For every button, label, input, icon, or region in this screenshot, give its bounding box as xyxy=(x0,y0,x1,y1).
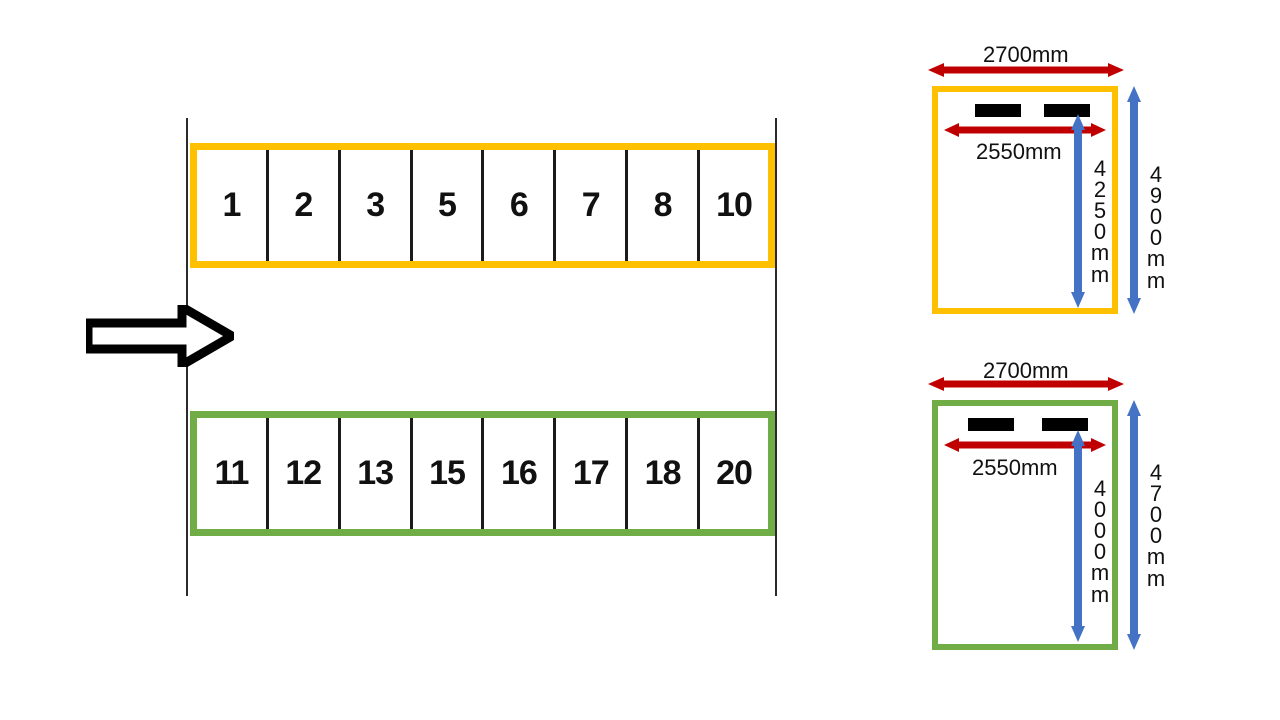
dimension-label-outer-width: 2700mm xyxy=(983,42,1069,67)
bay-cell[interactable]: 3 xyxy=(341,150,413,261)
bay-cell[interactable]: 17 xyxy=(556,418,629,529)
dimension-label-inner-depth: 4 0 0 0 m m xyxy=(1090,476,1110,607)
dimension-label-outer-width: 2700mm xyxy=(983,358,1069,383)
bay-cell[interactable]: 7 xyxy=(556,150,629,261)
bay-cell[interactable]: 10 xyxy=(716,186,753,224)
dimension-arrow-outer-width xyxy=(928,377,1124,391)
bay-cell[interactable]: 1 xyxy=(197,150,269,261)
dimension-arrow-outer-width xyxy=(928,63,1124,77)
bay-cell[interactable]: 15 xyxy=(413,418,485,529)
wheel-stop-bar xyxy=(975,104,1021,117)
dimension-label-inner-width: 2550mm xyxy=(976,139,1062,164)
dimension-label-inner-depth: 4 2 5 0 m m xyxy=(1090,156,1110,287)
dimension-arrow-outer-depth xyxy=(1127,86,1141,314)
dimension-label-outer-depth: 4 9 0 0 m m xyxy=(1146,162,1166,293)
bay-cell[interactable]: 16 xyxy=(484,418,557,529)
bay-cell[interactable]: 6 xyxy=(484,150,557,261)
bay-cell[interactable]: 18 xyxy=(628,418,701,529)
bay-cell[interactable]: 13 xyxy=(341,418,413,529)
dimension-arrow-inner-depth xyxy=(1071,114,1085,308)
bay-row-bottom: 11 12 13 15 16 17 18 20 xyxy=(190,411,775,536)
bay-cell[interactable]: 2 xyxy=(269,150,341,261)
wheel-stop-bar xyxy=(968,418,1014,431)
dimension-label-inner-width: 2550mm xyxy=(972,455,1058,480)
bay-detail-yellow-outline xyxy=(932,86,1118,314)
bay-cell[interactable]: 12 xyxy=(269,418,341,529)
dimension-label-outer-depth: 4 7 0 0 m m xyxy=(1146,460,1166,591)
entry-direction-arrow-icon xyxy=(86,305,234,367)
wheel-stop-bar xyxy=(1044,104,1090,117)
bay-cell[interactable]: 11 xyxy=(197,418,269,529)
wheel-stop-bar xyxy=(1042,418,1088,431)
aisle-guide-line-right xyxy=(775,118,777,596)
bay-cell[interactable]: 5 xyxy=(413,150,485,261)
bay-row-top: 1 2 3 5 6 7 8 10 xyxy=(190,143,775,268)
dimension-arrow-outer-depth xyxy=(1127,400,1141,650)
bay-cell[interactable]: 8 xyxy=(628,150,701,261)
dimension-arrow-inner-depth xyxy=(1071,430,1085,642)
bay-cell[interactable]: 20 xyxy=(716,454,753,492)
